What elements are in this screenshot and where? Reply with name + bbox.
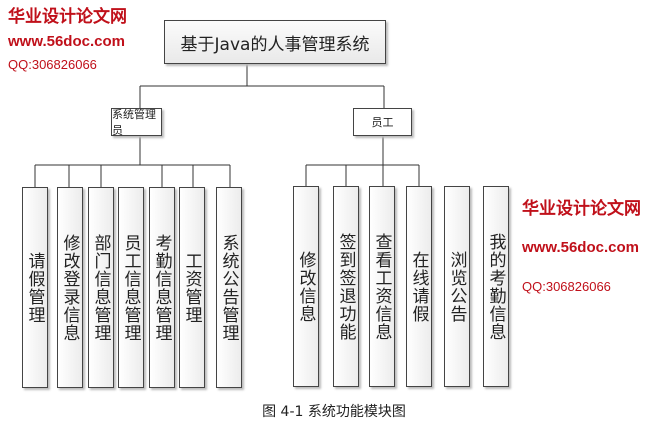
leaf-node: 修改信息 — [293, 186, 319, 387]
leaf-label: 修改登录信息 — [59, 233, 80, 342]
leaf-node: 我的考勤信息 — [483, 186, 509, 387]
leaf-label: 修改信息 — [295, 250, 316, 323]
leaf-node: 员工信息管理 — [118, 187, 144, 388]
leaf-label: 查看工资信息 — [371, 232, 392, 341]
watermark-url: www.56doc.com — [522, 239, 639, 256]
watermark-qq: QQ:306826066 — [8, 57, 97, 72]
leaf-label: 浏览公告 — [446, 250, 467, 323]
leaf-label: 在线请假 — [408, 250, 429, 323]
role-label: 系统管理员 — [112, 108, 156, 137]
role-node-employee: 员工 — [353, 108, 412, 136]
leaf-label: 考勤信息管理 — [151, 233, 172, 342]
leaf-label: 我的考勤信息 — [485, 232, 506, 341]
watermark-site: 华业设计论文网 — [8, 7, 127, 26]
watermark-qq: QQ:306826066 — [522, 279, 611, 294]
leaf-node: 修改登录信息 — [57, 187, 83, 388]
root-label: 基于Java的人事管理系统 — [180, 34, 370, 55]
leaf-node: 请假管理 — [22, 187, 48, 388]
root-node: 基于Java的人事管理系统 — [164, 20, 386, 64]
figure-caption: 图 4-1 系统功能模块图 — [262, 404, 406, 420]
leaf-label: 系统公告管理 — [218, 233, 239, 342]
leaf-node: 部门信息管理 — [88, 187, 114, 388]
leaf-label: 员工信息管理 — [120, 233, 141, 342]
leaf-node: 浏览公告 — [444, 186, 470, 387]
watermark-url: www.56doc.com — [8, 33, 125, 50]
leaf-node: 考勤信息管理 — [149, 187, 175, 388]
leaf-node: 工资管理 — [179, 187, 205, 388]
leaf-node: 系统公告管理 — [216, 187, 242, 388]
leaf-node: 在线请假 — [406, 186, 432, 387]
leaf-label: 请假管理 — [24, 251, 45, 324]
leaf-label: 工资管理 — [181, 251, 202, 324]
role-node-admin: 系统管理员 — [111, 108, 162, 137]
leaf-label: 部门信息管理 — [90, 233, 111, 342]
watermark-site: 华业设计论文网 — [522, 199, 641, 218]
role-label: 员工 — [371, 116, 394, 129]
leaf-label: 签到签退功能 — [335, 232, 356, 341]
leaf-node: 查看工资信息 — [369, 186, 395, 387]
leaf-node: 签到签退功能 — [333, 186, 359, 387]
